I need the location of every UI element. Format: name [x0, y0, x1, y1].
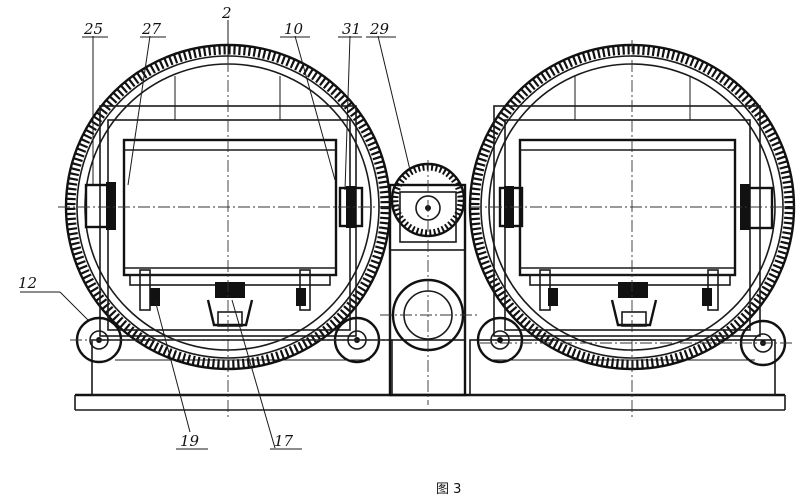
label-2: 2 [221, 4, 232, 22]
leader-lines [20, 20, 411, 449]
label-19: 19 [180, 432, 200, 450]
center-gearbox [380, 160, 480, 405]
figure-caption: 图 3 [436, 482, 461, 497]
label-27: 27 [141, 20, 162, 38]
label-17: 17 [274, 432, 294, 450]
label-31: 31 [342, 20, 361, 38]
label-12: 12 [18, 274, 37, 292]
right-drum-assembly [468, 40, 796, 420]
callout-labels: 25 27 2 10 31 29 12 19 17 [18, 4, 396, 450]
label-10: 10 [284, 20, 304, 38]
label-29: 29 [369, 20, 390, 38]
left-drum-assembly [58, 40, 400, 420]
label-25: 25 [83, 20, 103, 38]
